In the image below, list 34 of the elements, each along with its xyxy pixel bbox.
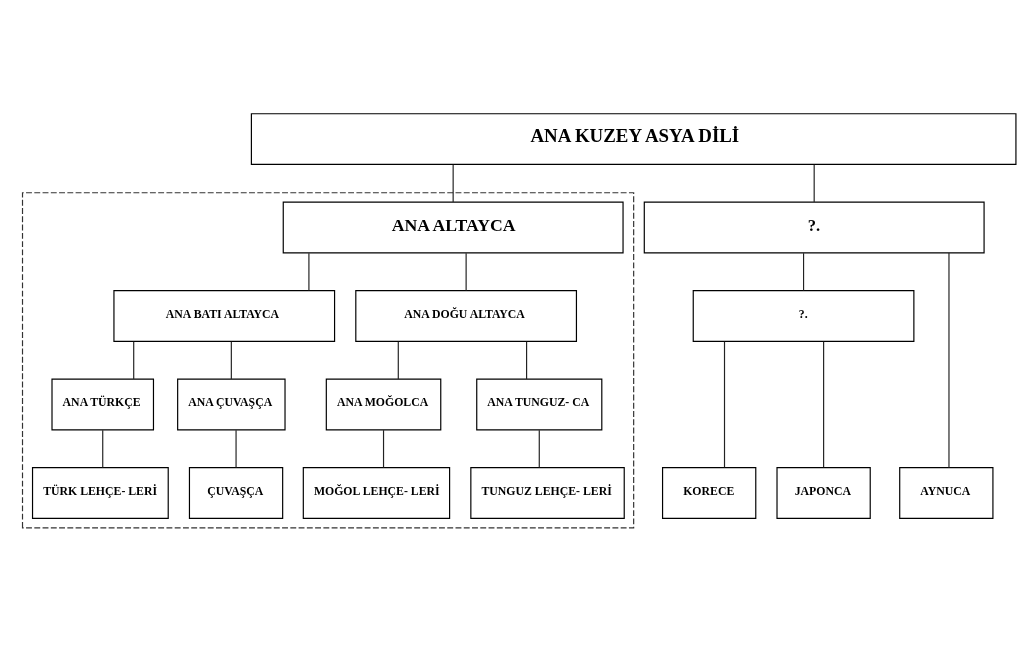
node-box: KORECE bbox=[662, 466, 757, 519]
node-box: ANA TUNGUZ- CA bbox=[476, 378, 603, 430]
node-box: ?. bbox=[643, 201, 985, 254]
connector bbox=[102, 429, 104, 468]
connector bbox=[948, 251, 950, 468]
connector bbox=[397, 340, 399, 380]
node-box: ÇUVAŞÇA bbox=[188, 466, 284, 519]
connector bbox=[308, 252, 310, 291]
node-box: ANA KUZEY ASYA DİLİ bbox=[250, 112, 1017, 165]
connector bbox=[382, 429, 385, 468]
cluster bbox=[21, 191, 635, 528]
connector bbox=[802, 252, 805, 291]
connector bbox=[823, 340, 825, 468]
connector bbox=[526, 340, 528, 380]
node-box: TUNGUZ LEHÇE- LERİ bbox=[470, 466, 625, 519]
connector bbox=[723, 340, 726, 468]
connector bbox=[452, 163, 454, 203]
node-box: ANA MOĞOLCA bbox=[325, 378, 442, 430]
connector bbox=[230, 340, 232, 380]
node-box: JAPONCA bbox=[776, 466, 871, 519]
node-box: AYNUCA bbox=[899, 466, 994, 519]
node-box: TÜRK LEHÇE- LERİ bbox=[31, 466, 169, 519]
node-box: ANA ALTAYCA bbox=[282, 201, 624, 254]
node-box: ANA BATI ALTAYCA bbox=[113, 289, 336, 342]
node-box: MOĞOL LEHÇE- LERİ bbox=[302, 466, 451, 519]
node-box: ?. bbox=[692, 289, 915, 342]
connector bbox=[235, 429, 237, 468]
connector bbox=[133, 340, 135, 380]
node-box: ANA ÇUVAŞÇA bbox=[177, 378, 286, 430]
connector bbox=[538, 429, 540, 468]
node-box: ANA TÜRKÇE bbox=[51, 378, 155, 430]
node-box: ANA DOĞU ALTAYCA bbox=[355, 289, 578, 342]
connector bbox=[465, 252, 467, 291]
connector bbox=[813, 163, 815, 203]
